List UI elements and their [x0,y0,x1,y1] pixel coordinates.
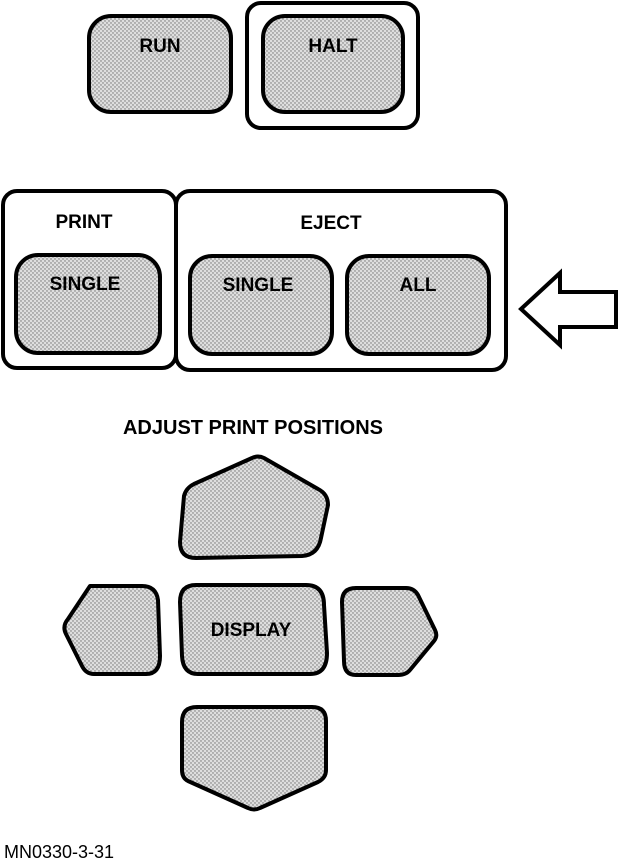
halt-label: HALT [308,36,358,57]
left-arrow-icon [518,268,618,350]
run-label: RUN [139,36,180,57]
display-label: DISPLAY [211,620,292,641]
adjust-left-key[interactable] [62,584,162,676]
display-key[interactable]: DISPLAY [178,583,329,676]
adjust-positions-title: ADJUST PRINT POSITIONS [123,417,383,439]
eject-all-key[interactable]: ALL [345,254,491,356]
halt-key[interactable]: HALT [261,14,405,114]
adjust-right-key[interactable] [340,586,439,677]
print-single-key[interactable]: SINGLE [14,253,162,355]
eject-group-title: EJECT [300,213,362,234]
eject-single-label: SINGLE [223,275,294,296]
adjust-down-key[interactable] [180,705,328,812]
run-key[interactable]: RUN [87,14,233,114]
adjust-up-key[interactable] [178,454,330,560]
print-group-title: PRINT [56,212,113,233]
print-single-label: SINGLE [50,274,121,295]
eject-all-label: ALL [400,275,437,296]
figure-id: MN0330-3-31 [4,842,114,862]
eject-single-key[interactable]: SINGLE [188,254,334,356]
